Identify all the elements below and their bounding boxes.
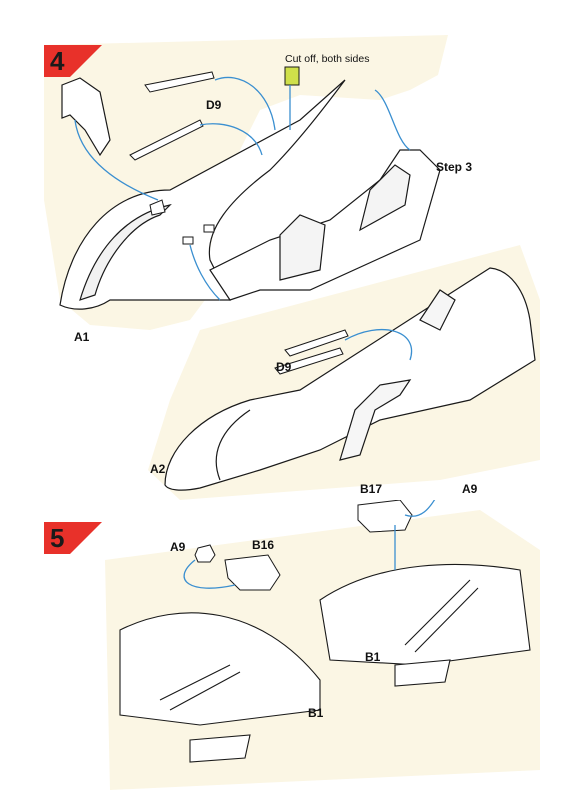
part-b16 xyxy=(224,554,281,591)
cut-off-note: Cut off, both sides xyxy=(285,53,370,65)
step-5-leaders xyxy=(183,500,436,589)
fuselage-a2 xyxy=(164,267,536,491)
label-a9-left: A9 xyxy=(170,540,186,554)
wing-b1-right xyxy=(319,563,531,687)
label-a9-right: A9 xyxy=(462,482,478,496)
step-5-panel: 5 B17 A9 A9 B16 B1 B1 xyxy=(0,482,565,800)
step-5-number: 5 xyxy=(50,523,65,553)
step-4-badge-shape xyxy=(44,45,102,77)
small-part-1 xyxy=(182,236,194,245)
rails-d9-lower xyxy=(274,329,349,375)
label-a2: A2 xyxy=(150,462,166,476)
canopy-step-notch xyxy=(149,199,166,216)
label-b16: B16 xyxy=(252,538,275,552)
wing-b1-left xyxy=(119,612,321,763)
fuselage-step3 xyxy=(209,149,441,301)
label-d9-upper: D9 xyxy=(206,98,222,112)
part-a9-left xyxy=(194,544,216,563)
rails-d9-upper xyxy=(129,71,215,161)
step-4-leaders xyxy=(74,76,413,361)
label-step-3: Step 3 xyxy=(436,160,473,174)
step-4-panel: 4 Cut off, both sides D9 Step 3 A1 D9 A2 xyxy=(44,35,540,500)
cut-off-tab xyxy=(284,66,300,86)
step-4-badge: 4 xyxy=(44,45,102,77)
label-b1-right: B1 xyxy=(365,650,381,664)
step-5-badge-shape xyxy=(44,522,102,554)
step-4-drawing xyxy=(44,35,540,500)
part-b17 xyxy=(357,500,413,533)
step-5-drawing xyxy=(105,500,540,790)
canopy-a1 xyxy=(59,79,346,310)
label-b17: B17 xyxy=(360,482,383,496)
step-5-badge: 5 xyxy=(44,522,102,554)
label-a1: A1 xyxy=(74,330,90,344)
step-4-number: 4 xyxy=(50,46,65,76)
label-b1-left: B1 xyxy=(308,706,324,720)
small-part-2 xyxy=(203,224,215,233)
canopy-frame-part xyxy=(61,77,111,157)
label-d9-lower: D9 xyxy=(276,360,292,374)
